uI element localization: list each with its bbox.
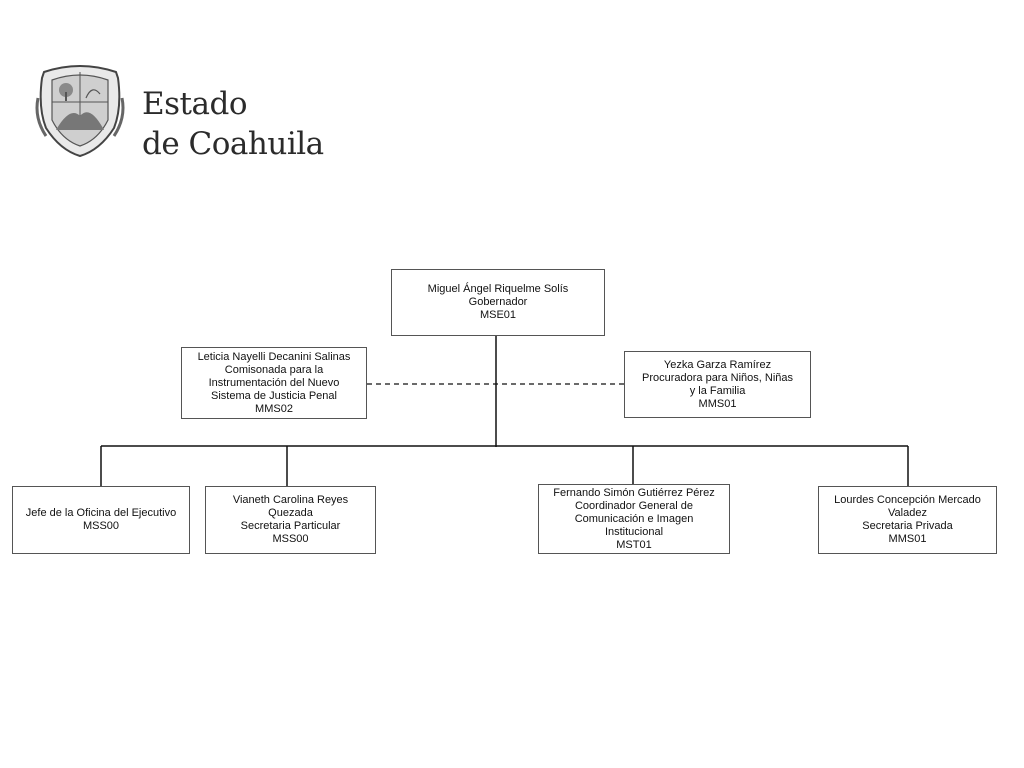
communication-title-2: Comunicación e Imagen <box>574 512 694 525</box>
commissioner-code: MMS02 <box>255 402 293 415</box>
communication-name: Fernando Simón Gutiérrez Pérez <box>553 486 715 499</box>
communication-code: MST01 <box>616 538 652 551</box>
brand-line-2: de Coahuila <box>142 126 324 162</box>
attorney-title-2: y la Familia <box>689 384 746 397</box>
chief-office-title: Jefe de la Oficina del Ejecutivo <box>25 507 177 519</box>
governor-title: Gobernador <box>468 296 528 308</box>
brand-title: Estado de Coahuila <box>142 84 324 164</box>
org-box-communication: Fernando Simón Gutiérrez Pérez Coordinad… <box>538 484 730 554</box>
governor-code: MSE01 <box>479 309 517 321</box>
coahuila-coat-of-arms <box>34 58 126 158</box>
org-box-governor: Miguel Ángel Riquelme Solís Gobernador M… <box>391 269 605 336</box>
communication-title-3: Institucional <box>604 525 664 538</box>
communication-title-1: Coordinador General de <box>574 499 694 512</box>
org-box-attorney: Yezka Garza Ramírez Procuradora para Niñ… <box>624 351 811 418</box>
private-secretary-code: MMS01 <box>888 533 927 545</box>
commissioner-title-2: Instrumentación del Nuevo <box>208 376 340 389</box>
attorney-name: Yezka Garza Ramírez <box>663 358 772 371</box>
private-secretary-name-1: Lourdes Concepción Mercado <box>834 494 981 506</box>
commissioner-title-1: Comisonada para la <box>224 363 324 376</box>
org-box-chief-office: Jefe de la Oficina del Ejecutivo MSS00 <box>12 486 190 554</box>
commissioner-name: Leticia Nayelli Decanini Salinas <box>197 350 351 363</box>
particular-secretary-title: Secretaria Particular <box>240 520 341 532</box>
governor-name: Miguel Ángel Riquelme Solís <box>427 283 569 295</box>
org-box-commissioner: Leticia Nayelli Decanini Salinas Comison… <box>181 347 367 419</box>
brand-line-1: Estado <box>142 86 247 122</box>
private-secretary-title: Secretaria Privada <box>862 520 953 532</box>
attorney-code: MMS01 <box>698 397 737 410</box>
org-box-private-secretary: Lourdes Concepción Mercado Valadez Secre… <box>818 486 997 554</box>
chief-office-code: MSS00 <box>82 520 120 532</box>
org-box-particular-secretary: Vianeth Carolina Reyes Quezada Secretari… <box>205 486 376 554</box>
seal-icon <box>35 65 125 158</box>
particular-secretary-name-2: Quezada <box>268 507 313 519</box>
particular-secretary-name-1: Vianeth Carolina Reyes <box>232 494 349 506</box>
particular-secretary-code: MSS00 <box>272 533 309 545</box>
private-secretary-name-2: Valadez <box>888 507 927 519</box>
attorney-title-1: Procuradora para Niños, Niñas <box>641 371 794 384</box>
commissioner-title-3: Sistema de Justicia Penal <box>211 389 337 402</box>
